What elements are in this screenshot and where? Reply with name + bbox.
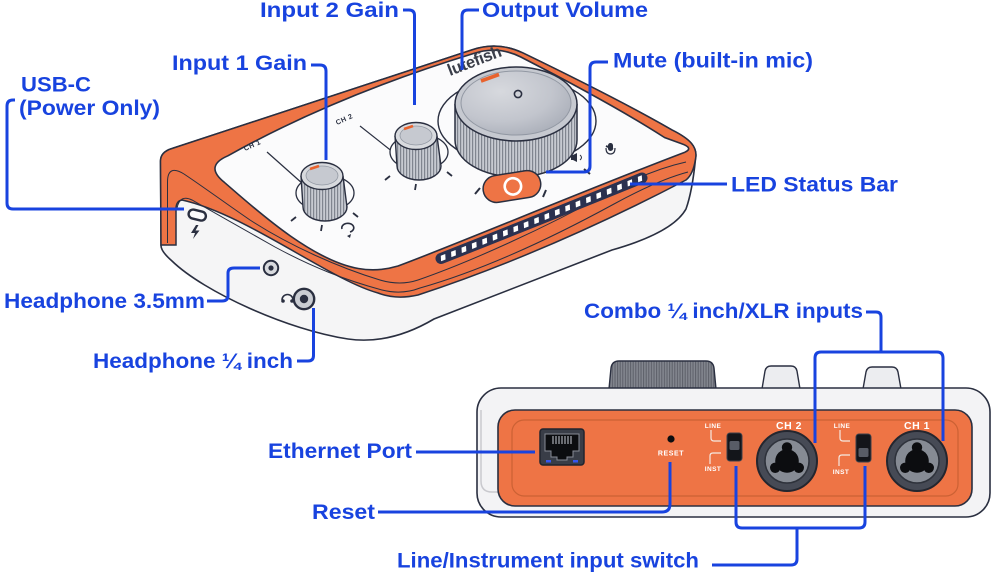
svg-text:Output Volume: Output Volume (482, 0, 648, 22)
svg-text:Line/Instrument input switch: Line/Instrument input switch (397, 548, 699, 572)
svg-text:Headphone 3.5mm: Headphone 3.5mm (4, 289, 205, 313)
svg-text:Ethernet Port: Ethernet Port (268, 439, 412, 463)
svg-text:Combo ¼ inch/XLR inputs: Combo ¼ inch/XLR inputs (584, 299, 863, 323)
svg-text:Headphone ¼ inch: Headphone ¼ inch (93, 349, 293, 373)
svg-text:INST: INST (833, 469, 849, 476)
svg-text:Reset: Reset (312, 500, 375, 524)
svg-text:Mute (built-in mic): Mute (built-in mic) (613, 49, 813, 73)
svg-text:USB-C: USB-C (21, 73, 91, 97)
svg-text:RESET: RESET (658, 451, 684, 458)
svg-text:CH 2: CH 2 (776, 420, 802, 432)
svg-text:LINE: LINE (834, 423, 851, 430)
svg-text:LED Status Bar: LED Status Bar (731, 173, 899, 197)
svg-text:(Power Only): (Power Only) (19, 96, 160, 120)
svg-text:INST: INST (705, 466, 721, 473)
svg-text:Input 1 Gain: Input 1 Gain (172, 51, 307, 75)
svg-text:LINE: LINE (705, 423, 722, 430)
svg-text:CH 1: CH 1 (904, 420, 930, 432)
svg-text:Input 2 Gain: Input 2 Gain (260, 0, 399, 22)
